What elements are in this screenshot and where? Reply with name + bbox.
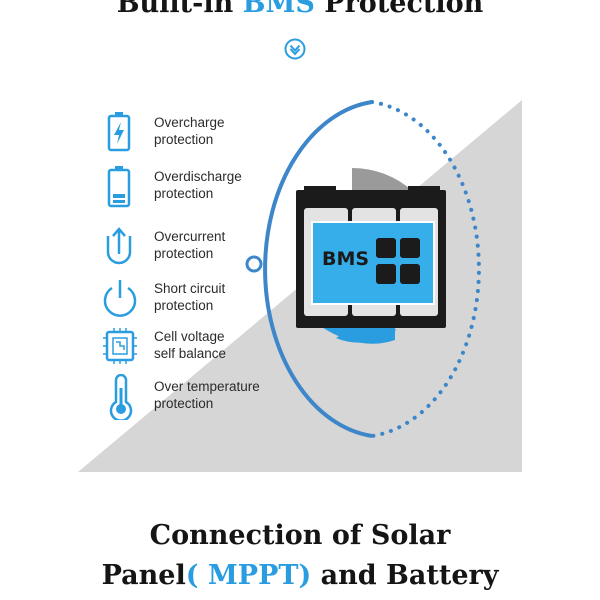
chevron-down-icon (284, 38, 306, 60)
feature-overcharge: Overcharge protection (100, 110, 320, 156)
power-icon (103, 280, 137, 317)
section-title-line2: Panel( MPPT) and Battery (0, 560, 600, 591)
feature-overdischarge: Overdischarge protection (100, 164, 320, 210)
feature-line2: protection (154, 246, 214, 261)
title-suffix: Protection (324, 0, 484, 19)
battery-bolt-icon (107, 112, 131, 152)
feature-line2: protection (154, 186, 214, 201)
feature-line1: Overcurrent (154, 229, 226, 244)
feature-line2: self balance (154, 346, 227, 361)
feature-cell-balance: Cell voltage self balance (100, 324, 320, 370)
dotted-arc (370, 100, 481, 438)
page-title: Built-in BMS Protection (0, 0, 600, 19)
feature-over-temperature: Over temperature protection (100, 374, 320, 420)
feature-line1: Overcharge (154, 115, 225, 130)
feature-short-circuit: Short circuit protection (100, 276, 320, 322)
thermometer-icon (109, 374, 133, 420)
feature-line2: protection (154, 298, 214, 313)
feature-line2: protection (154, 396, 214, 411)
feature-line1: Short circuit (154, 281, 226, 296)
battery-low-icon (107, 166, 131, 208)
title-line2-suffix: and Battery (320, 560, 499, 591)
battery-label: BMS (322, 248, 370, 270)
feature-line1: Cell voltage (154, 329, 225, 344)
chip-icon (103, 328, 137, 364)
feature-overcurrent: Overcurrent protection (100, 224, 320, 270)
title-prefix: Built-in (116, 0, 234, 19)
title-line2-accent: ( MPPT) (185, 560, 312, 591)
title-accent: BMS (242, 0, 315, 19)
current-arrow-icon (106, 227, 132, 265)
title-line2-prefix: Panel (101, 560, 186, 591)
feature-line1: Over temperature (154, 379, 260, 394)
solid-arc (263, 100, 373, 438)
arc-marker (245, 255, 263, 273)
section-title-line1: Connection of Solar (149, 520, 451, 551)
bms-board (311, 221, 435, 305)
feature-line2: protection (154, 132, 214, 147)
feature-line1: Overdischarge (154, 169, 242, 184)
